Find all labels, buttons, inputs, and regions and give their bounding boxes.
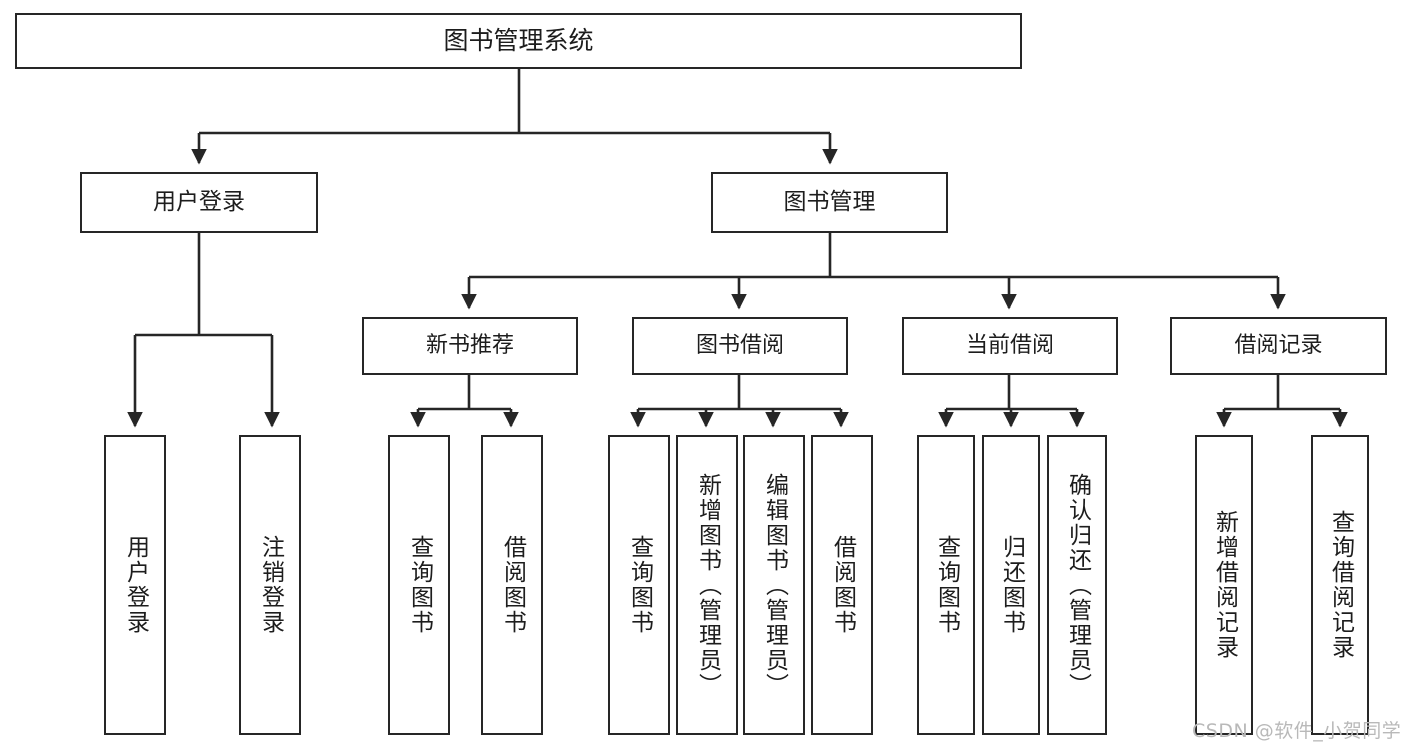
node-leaf-borrow-book-1-label: 借阅图书 xyxy=(499,535,526,635)
node-leaf-query-record[interactable]: 查询借阅记录 xyxy=(1311,435,1369,735)
node-borrow-record[interactable]: 借阅记录 xyxy=(1170,317,1387,375)
node-leaf-user-logout[interactable]: 注销登录 xyxy=(239,435,301,735)
node-leaf-query-book-1-label: 查询图书 xyxy=(406,535,433,635)
node-book-borrow-label: 图书借阅 xyxy=(695,332,784,358)
node-leaf-edit-book-label: 编辑图书（管理员） xyxy=(761,472,788,698)
node-leaf-query-book-1[interactable]: 查询图书 xyxy=(388,435,450,735)
node-leaf-user-logout-label: 注销登录 xyxy=(257,535,284,635)
node-book-manage-label: 图书管理 xyxy=(783,188,876,215)
node-book-manage[interactable]: 图书管理 xyxy=(711,172,948,233)
node-leaf-edit-book[interactable]: 编辑图书（管理员） xyxy=(743,435,805,735)
node-leaf-add-book[interactable]: 新增图书（管理员） xyxy=(676,435,738,735)
node-leaf-borrow-book-2[interactable]: 借阅图书 xyxy=(811,435,873,735)
node-leaf-query-book-3-label: 查询图书 xyxy=(933,535,960,635)
csdn-watermark: CSDN @软件_小贺同学 xyxy=(1192,720,1402,742)
node-leaf-borrow-book-2-label: 借阅图书 xyxy=(829,535,856,635)
node-user-login[interactable]: 用户登录 xyxy=(80,172,318,233)
node-leaf-return-book-label: 归还图书 xyxy=(998,535,1025,635)
node-leaf-confirm-return[interactable]: 确认归还（管理员） xyxy=(1047,435,1107,735)
node-leaf-return-book[interactable]: 归还图书 xyxy=(982,435,1040,735)
node-leaf-borrow-book-1[interactable]: 借阅图书 xyxy=(481,435,543,735)
node-current-borrow[interactable]: 当前借阅 xyxy=(902,317,1118,375)
node-leaf-user-login-label: 用户登录 xyxy=(122,535,149,635)
node-leaf-user-login[interactable]: 用户登录 xyxy=(104,435,166,735)
node-leaf-add-book-label: 新增图书（管理员） xyxy=(694,472,721,698)
node-user-login-label: 用户登录 xyxy=(153,188,245,215)
node-root-label: 图书管理系统 xyxy=(443,26,594,55)
node-leaf-add-record[interactable]: 新增借阅记录 xyxy=(1195,435,1253,735)
node-leaf-add-record-label: 新增借阅记录 xyxy=(1211,510,1238,660)
node-new-book-rec-label: 新书推荐 xyxy=(425,332,514,358)
node-current-borrow-label: 当前借阅 xyxy=(965,332,1054,358)
node-borrow-record-label: 借阅记录 xyxy=(1234,332,1323,358)
node-leaf-query-book-2-label: 查询图书 xyxy=(626,535,653,635)
node-leaf-query-book-2[interactable]: 查询图书 xyxy=(608,435,670,735)
node-book-borrow[interactable]: 图书借阅 xyxy=(632,317,848,375)
node-leaf-query-record-label: 查询借阅记录 xyxy=(1327,510,1354,660)
node-root[interactable]: 图书管理系统 xyxy=(15,13,1022,69)
node-leaf-confirm-return-label: 确认归还（管理员） xyxy=(1064,472,1091,698)
node-new-book-rec[interactable]: 新书推荐 xyxy=(362,317,578,375)
node-leaf-query-book-3[interactable]: 查询图书 xyxy=(917,435,975,735)
